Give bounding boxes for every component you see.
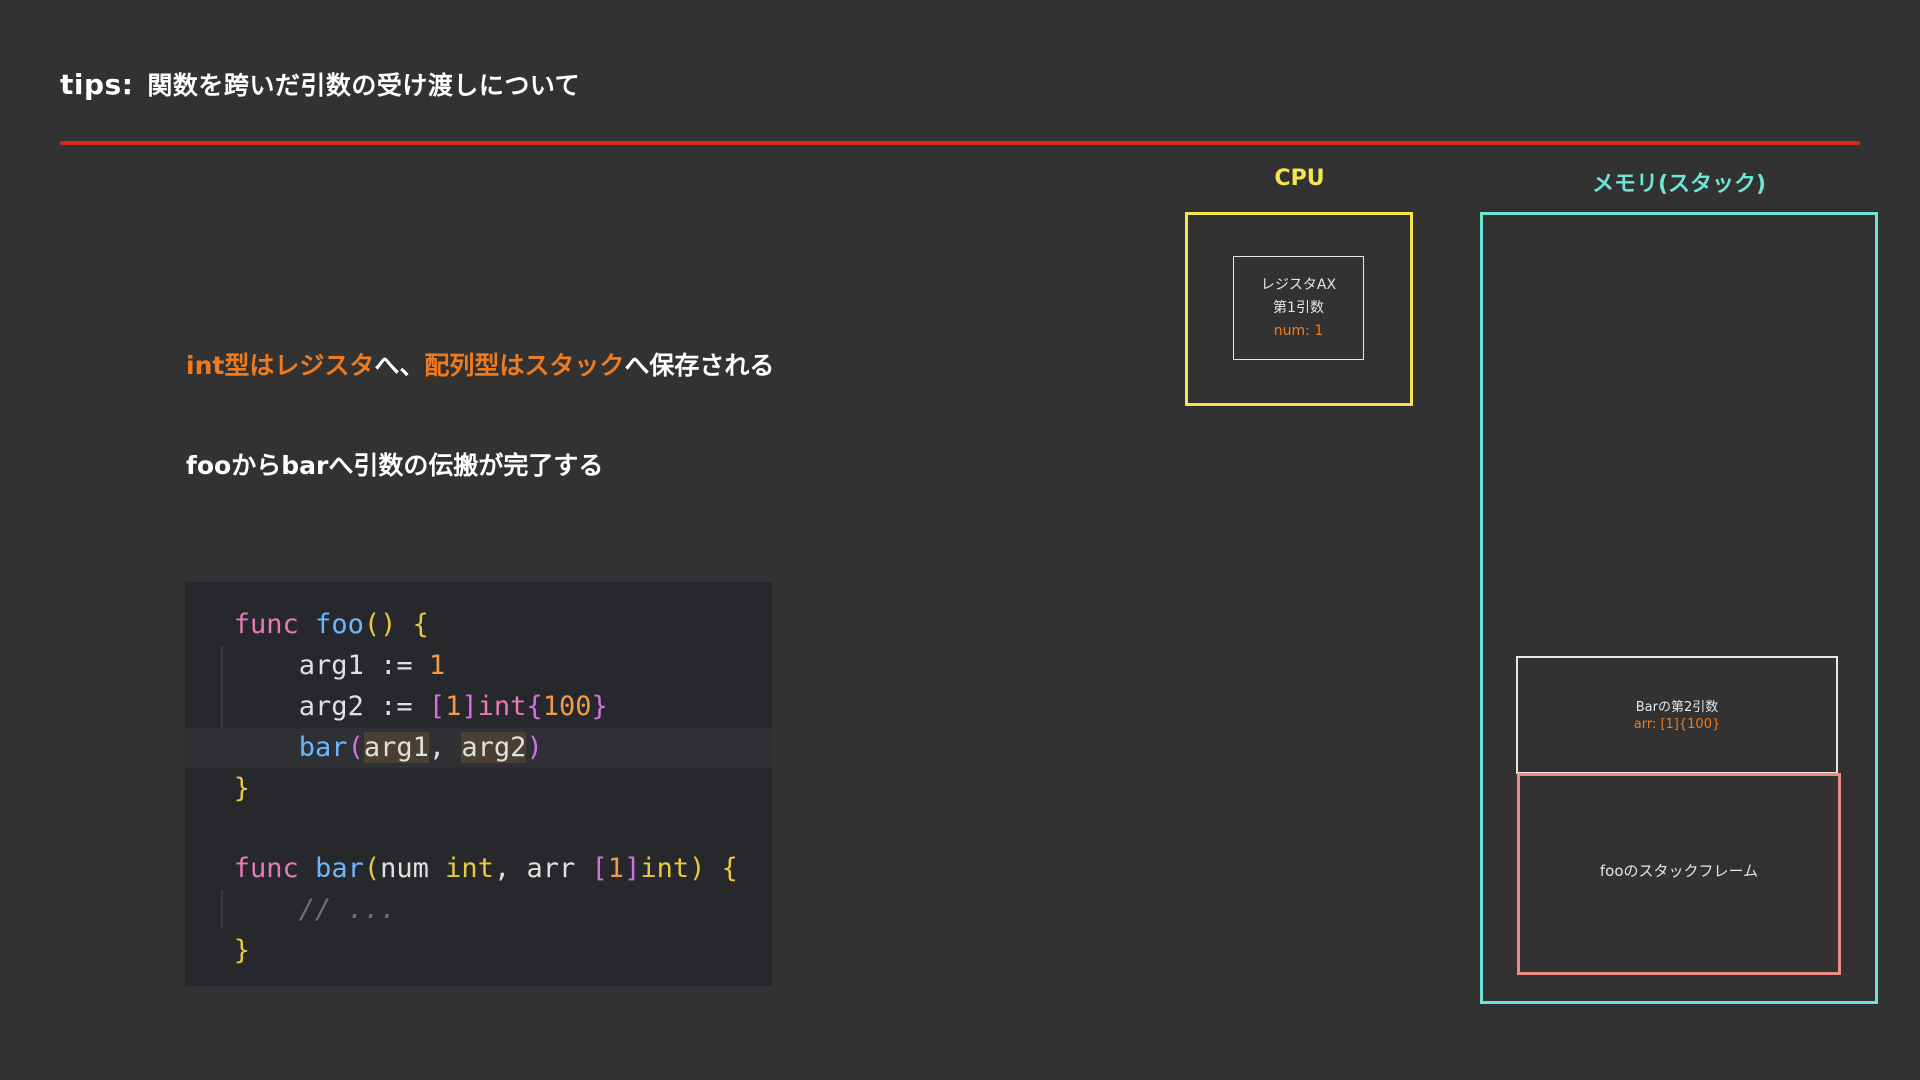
statement-connector: へ、 (374, 351, 425, 380)
bar-second-arg-box: Barの第2引数 arr: [1]{100} (1516, 656, 1838, 774)
memory-stack-box (1480, 212, 1878, 1004)
bar-arg-value: arr: [1]{100} (1633, 717, 1721, 732)
register-slot: 第1引数 (1273, 300, 1324, 316)
code-line-9: } (233, 935, 251, 966)
memory-label: メモリ(スタック) (1592, 172, 1767, 197)
statement-tail: へ保存される (624, 351, 775, 380)
cpu-box (1185, 212, 1413, 406)
cpu-label: CPU (1274, 166, 1325, 191)
title-text: 関数を跨いだ引数の受け渡しについて (147, 71, 581, 100)
statement-int-register: int型はレジスタ (186, 351, 375, 380)
code-line-2: arg1 := 1 (298, 650, 446, 681)
foo-frame-label: fooのスタックフレーム (1599, 862, 1759, 880)
title-divider (60, 141, 1860, 145)
statement-storage: int型はレジスタへ、配列型はスタックへ保存される (186, 346, 774, 382)
statement-propagation: fooからbarへ引数の伝搬が完了する (186, 451, 604, 480)
code-line-5: } (233, 773, 251, 804)
slide-title: tips: 関数を跨いだ引数の受け渡しについて (60, 66, 580, 102)
code-line-1: func foo() { (233, 609, 429, 640)
code-line-4: bar(arg1, arg2) (185, 728, 772, 768)
statement-array-stack: 配列型はスタック (424, 351, 625, 380)
code-line-8: // ... (298, 894, 397, 925)
code-line-7: func bar(num int, arr [1]int) { (233, 853, 738, 884)
register-ax-box: レジスタAX 第1引数 num: 1 (1233, 256, 1364, 360)
title-prefix: tips: (60, 68, 134, 101)
indent-guide (221, 890, 223, 928)
register-value: num: 1 (1273, 323, 1324, 339)
code-panel: func foo() { arg1 := 1 arg2 := [1]int{10… (185, 582, 772, 986)
bar-arg-title: Barの第2引数 (1635, 700, 1719, 715)
register-name: レジスタAX (1260, 277, 1337, 293)
indent-guide (221, 646, 223, 766)
foo-stack-frame-box: fooのスタックフレーム (1517, 773, 1841, 975)
code-line-3: arg2 := [1]int{100} (298, 691, 608, 722)
